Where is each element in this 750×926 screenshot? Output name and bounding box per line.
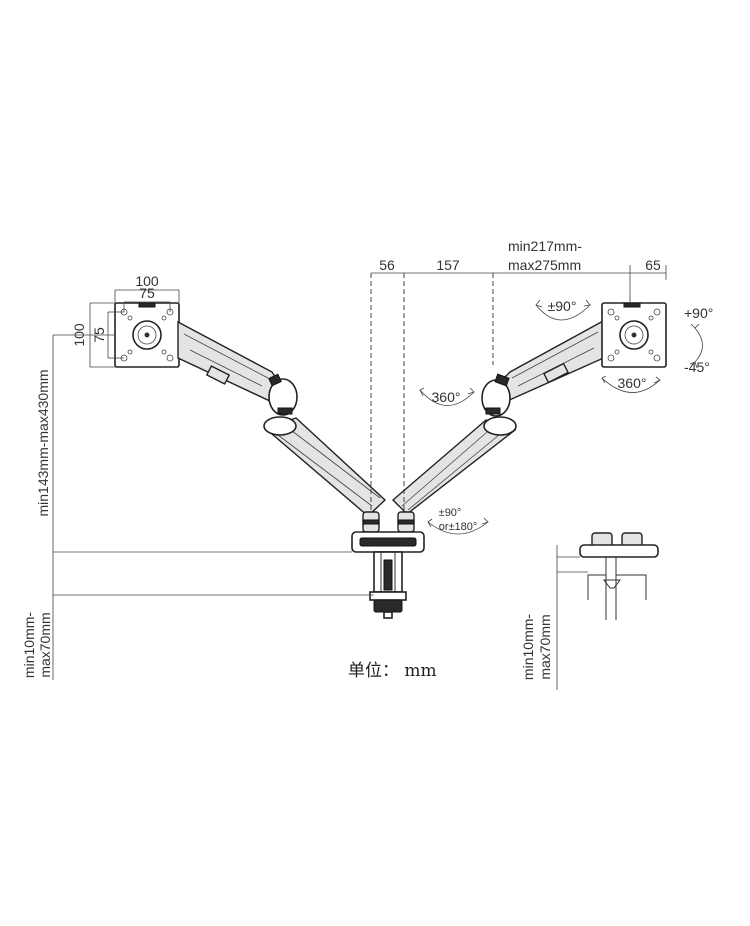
dim-height-range: min143mm-max430mm: [35, 369, 51, 516]
dim-clamp-left-line2: max70mm: [37, 612, 53, 677]
dim-offset-56: 56: [379, 257, 395, 273]
rotation-base: ±90° or±180°: [427, 507, 489, 535]
left-vesa-plate: [114, 302, 180, 368]
rotation-plate: 360°: [601, 375, 661, 393]
rot-base-line1: ±90°: [439, 507, 462, 519]
dim-arm-length-line1: min217mm-: [508, 238, 582, 254]
rot-swivel-top: ±90°: [548, 298, 577, 314]
height-dimension: min143mm-max430mm min10mm- max70mm: [21, 334, 374, 680]
dim-offset-65: 65: [645, 257, 661, 273]
unit-label: 单位： mm: [348, 661, 437, 681]
rot-arm-360: 360°: [432, 389, 461, 405]
dim-vesa-inner-top: 75: [139, 285, 155, 301]
dim-clamp-left-line1: min10mm-: [21, 612, 37, 678]
dim-offset-157: 157: [436, 257, 460, 273]
offset-guides: 56 157 min217mm- max275mm 65: [370, 238, 667, 512]
dim-arm-length-line2: max275mm: [508, 257, 581, 273]
rot-plate-360: 360°: [618, 375, 647, 391]
dim-clamp-right-line2: max70mm: [537, 614, 553, 679]
rot-tilt-up: +90°: [684, 305, 713, 321]
side-view: min10mm- max70mm: [520, 532, 659, 690]
rotation-tilt: +90° -45°: [684, 305, 713, 375]
dim-vesa-outer-top: 100: [135, 273, 159, 289]
rotation-swivel-top: ±90°: [535, 298, 591, 321]
rotation-arm: 360°: [419, 387, 475, 406]
right-vesa-plate: [601, 302, 667, 368]
rot-tilt-down: -45°: [684, 359, 710, 375]
left-arm: [177, 320, 387, 517]
right-arm: [391, 318, 609, 515]
base-pole: [351, 511, 425, 553]
dim-clamp-right-line1: min10mm-: [520, 614, 536, 680]
desk-clamp: [369, 551, 407, 619]
rot-base-line2: or±180°: [439, 521, 478, 533]
